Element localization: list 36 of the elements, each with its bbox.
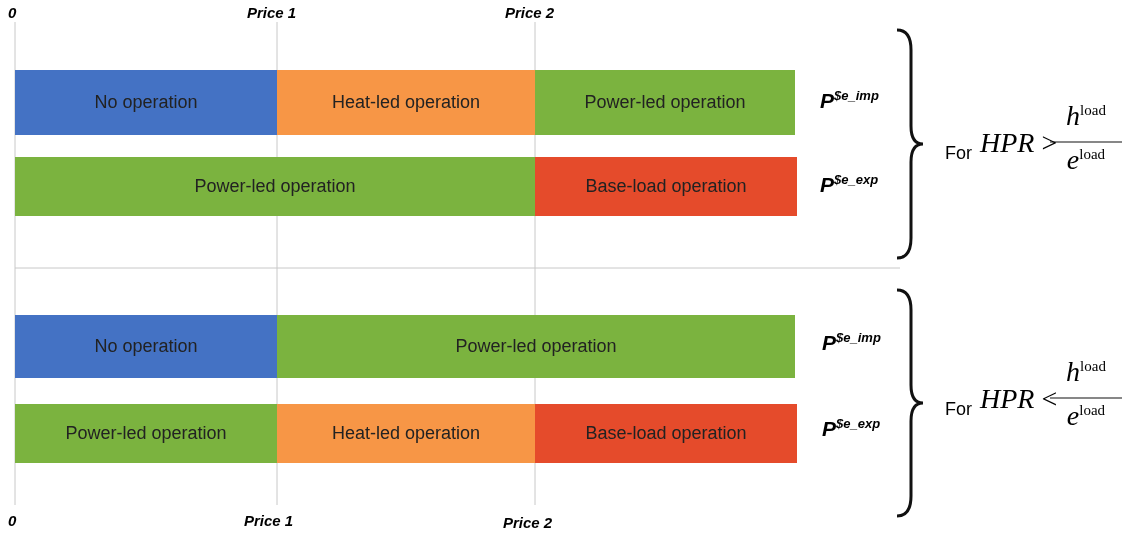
fraction-denominator: e$^{load}$: [1065, 144, 1107, 176]
operation-bar: [535, 70, 795, 135]
axis-tick-label: 0: [8, 512, 17, 529]
inequality: HPR <: [980, 383, 1058, 415]
fraction-numerator: h$^{load}$: [1065, 356, 1107, 388]
axis-tick-label: Price 1: [247, 4, 297, 21]
axis-tick-label: Price 1: [244, 512, 294, 529]
axis-tick-label: 0: [8, 4, 17, 21]
operation-bar: [15, 404, 277, 463]
bar-label: No operation: [94, 336, 198, 357]
fraction-denominator: e$^{load}$: [1065, 400, 1107, 432]
operation-bar: [535, 157, 797, 216]
price-symbol: P$^{$e_exp}$: [822, 416, 881, 441]
bar-label: No operation: [94, 92, 198, 113]
price-symbol: P$^{$e_imp}$: [822, 330, 881, 355]
inequality: HPR >: [980, 127, 1058, 159]
price-symbol: P$^{$e_exp}$: [820, 172, 879, 197]
bar-label: Power-led operation: [455, 336, 617, 357]
bar-label: Base-load operation: [585, 423, 747, 444]
bar-label: Power-led operation: [194, 176, 356, 197]
price-symbol: P$^{$e_imp}$: [820, 88, 879, 113]
operation-bar: [15, 157, 535, 216]
axis-tick-label: Price 2: [505, 4, 555, 21]
bar-label: Power-led operation: [584, 92, 746, 113]
bar-label: Power-led operation: [65, 423, 227, 444]
bar-label: Heat-led operation: [331, 92, 481, 113]
operation-bar: [277, 70, 535, 135]
bar-label: Heat-led operation: [331, 423, 481, 444]
bar-label: Base-load operation: [585, 176, 747, 197]
operation-bar: [535, 404, 797, 463]
operation-bar: [277, 404, 535, 463]
operation-bar: [15, 70, 277, 135]
axis-tick-label: Price 2: [503, 514, 553, 531]
operation-bar: [277, 315, 795, 378]
operation-bar: [15, 315, 277, 378]
fraction-numerator: h$^{load}$: [1065, 100, 1107, 132]
